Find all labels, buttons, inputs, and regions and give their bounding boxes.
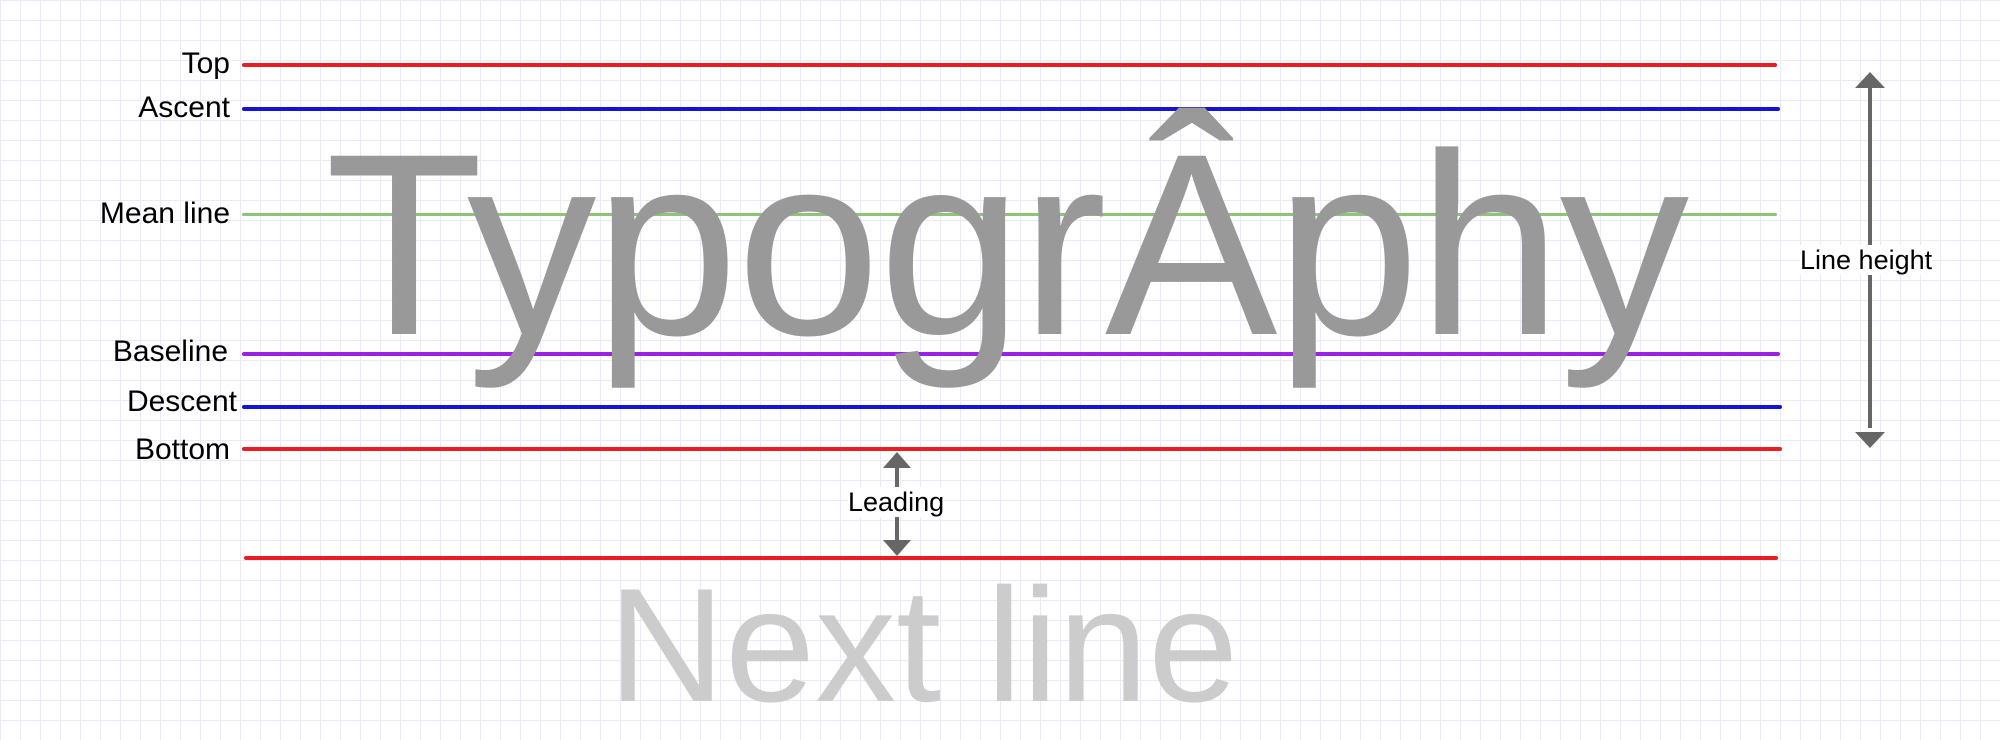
label-descent: Descent	[126, 385, 237, 418]
next-line-word: Next line	[608, 555, 1239, 736]
label-bottom: Bottom	[134, 433, 230, 466]
mean-line	[242, 213, 1777, 216]
baseline-line	[242, 352, 1780, 356]
leading-label: Leading	[848, 487, 945, 517]
label-ascent: Ascent	[138, 91, 230, 124]
next-line-top-line	[244, 556, 1778, 560]
label-mean-line: Mean line	[99, 197, 230, 230]
label-top: Top	[181, 47, 230, 80]
descent-line	[242, 405, 1782, 409]
label-baseline: Baseline	[112, 335, 228, 368]
sample-word: TypogrÂphy	[325, 100, 1689, 389]
ascent-line	[242, 107, 1780, 111]
line-height-label: Line height	[1800, 245, 1933, 275]
bottom-line	[242, 447, 1782, 451]
top-line	[242, 63, 1777, 67]
